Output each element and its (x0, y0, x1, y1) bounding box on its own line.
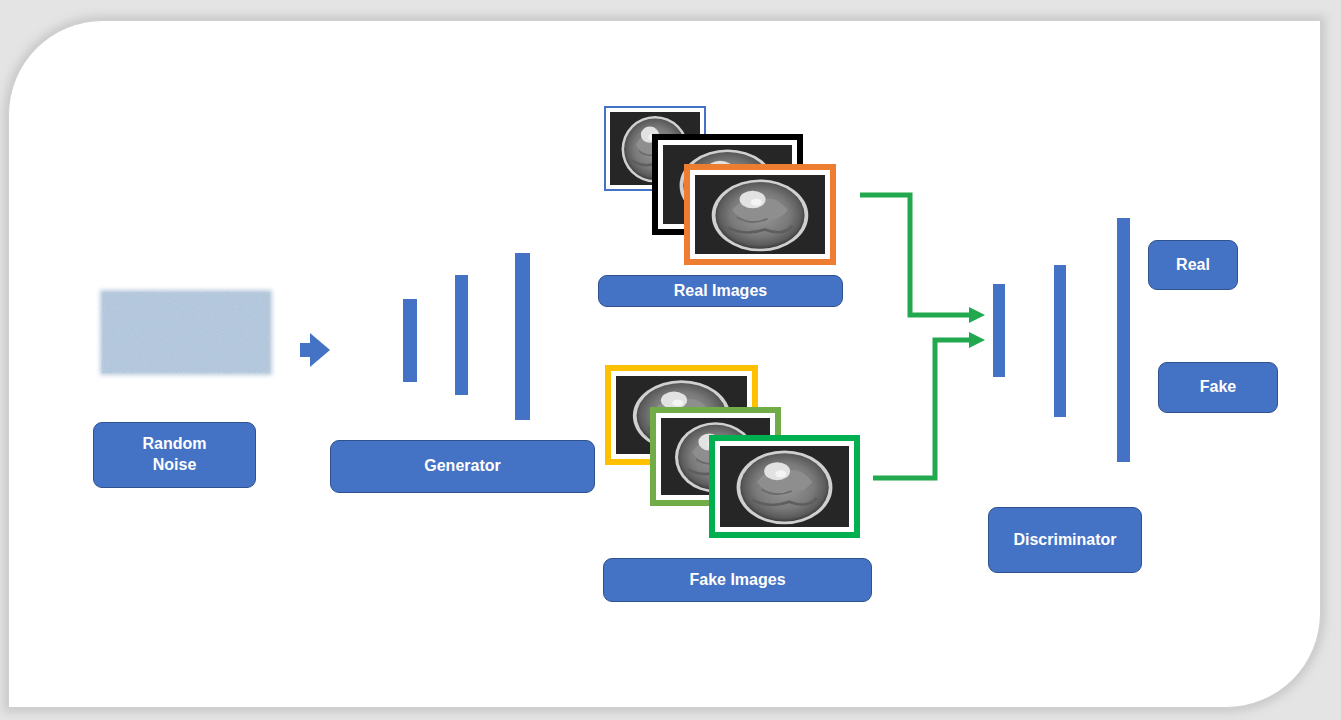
node-label: Random Noise (130, 434, 220, 476)
discriminator-layers (993, 218, 1130, 462)
noise-image (100, 290, 272, 375)
output-fake: Fake (1158, 362, 1278, 413)
node-label: Discriminator (1013, 530, 1116, 551)
real-image-stack (605, 107, 833, 262)
discriminator-node: Discriminator (985, 212, 1145, 574)
arrow-head (969, 307, 985, 323)
real-images-node: Real Images (598, 104, 860, 309)
arrow-head (969, 332, 985, 348)
label-pill: Real Images (598, 275, 843, 307)
fake-images-node: Fake Images (603, 365, 873, 603)
label-pill: Generator (330, 440, 595, 493)
label-pill: Fake Images (603, 558, 872, 602)
arrow-head (310, 333, 330, 367)
node-label: Fake (1200, 377, 1236, 398)
connector-line (300, 343, 310, 357)
flow-arrow (873, 332, 985, 478)
flow-arrow (860, 195, 985, 323)
generator-layers (403, 253, 530, 420)
generator-node: Generator (330, 248, 595, 495)
flow-arrow (300, 333, 330, 367)
node-label: Real (1176, 255, 1210, 276)
output-real: Real (1148, 240, 1238, 290)
node-label: Generator (424, 456, 500, 477)
label-pill: Random Noise (93, 422, 256, 488)
connector-line (860, 195, 969, 315)
noise-node: Random Noise (92, 285, 300, 490)
fake-image-stack (608, 368, 857, 535)
node-label: Fake Images (689, 570, 785, 591)
node-label: Real Images (674, 281, 767, 302)
label-pill: Discriminator (988, 507, 1142, 573)
connector-line (873, 340, 969, 478)
